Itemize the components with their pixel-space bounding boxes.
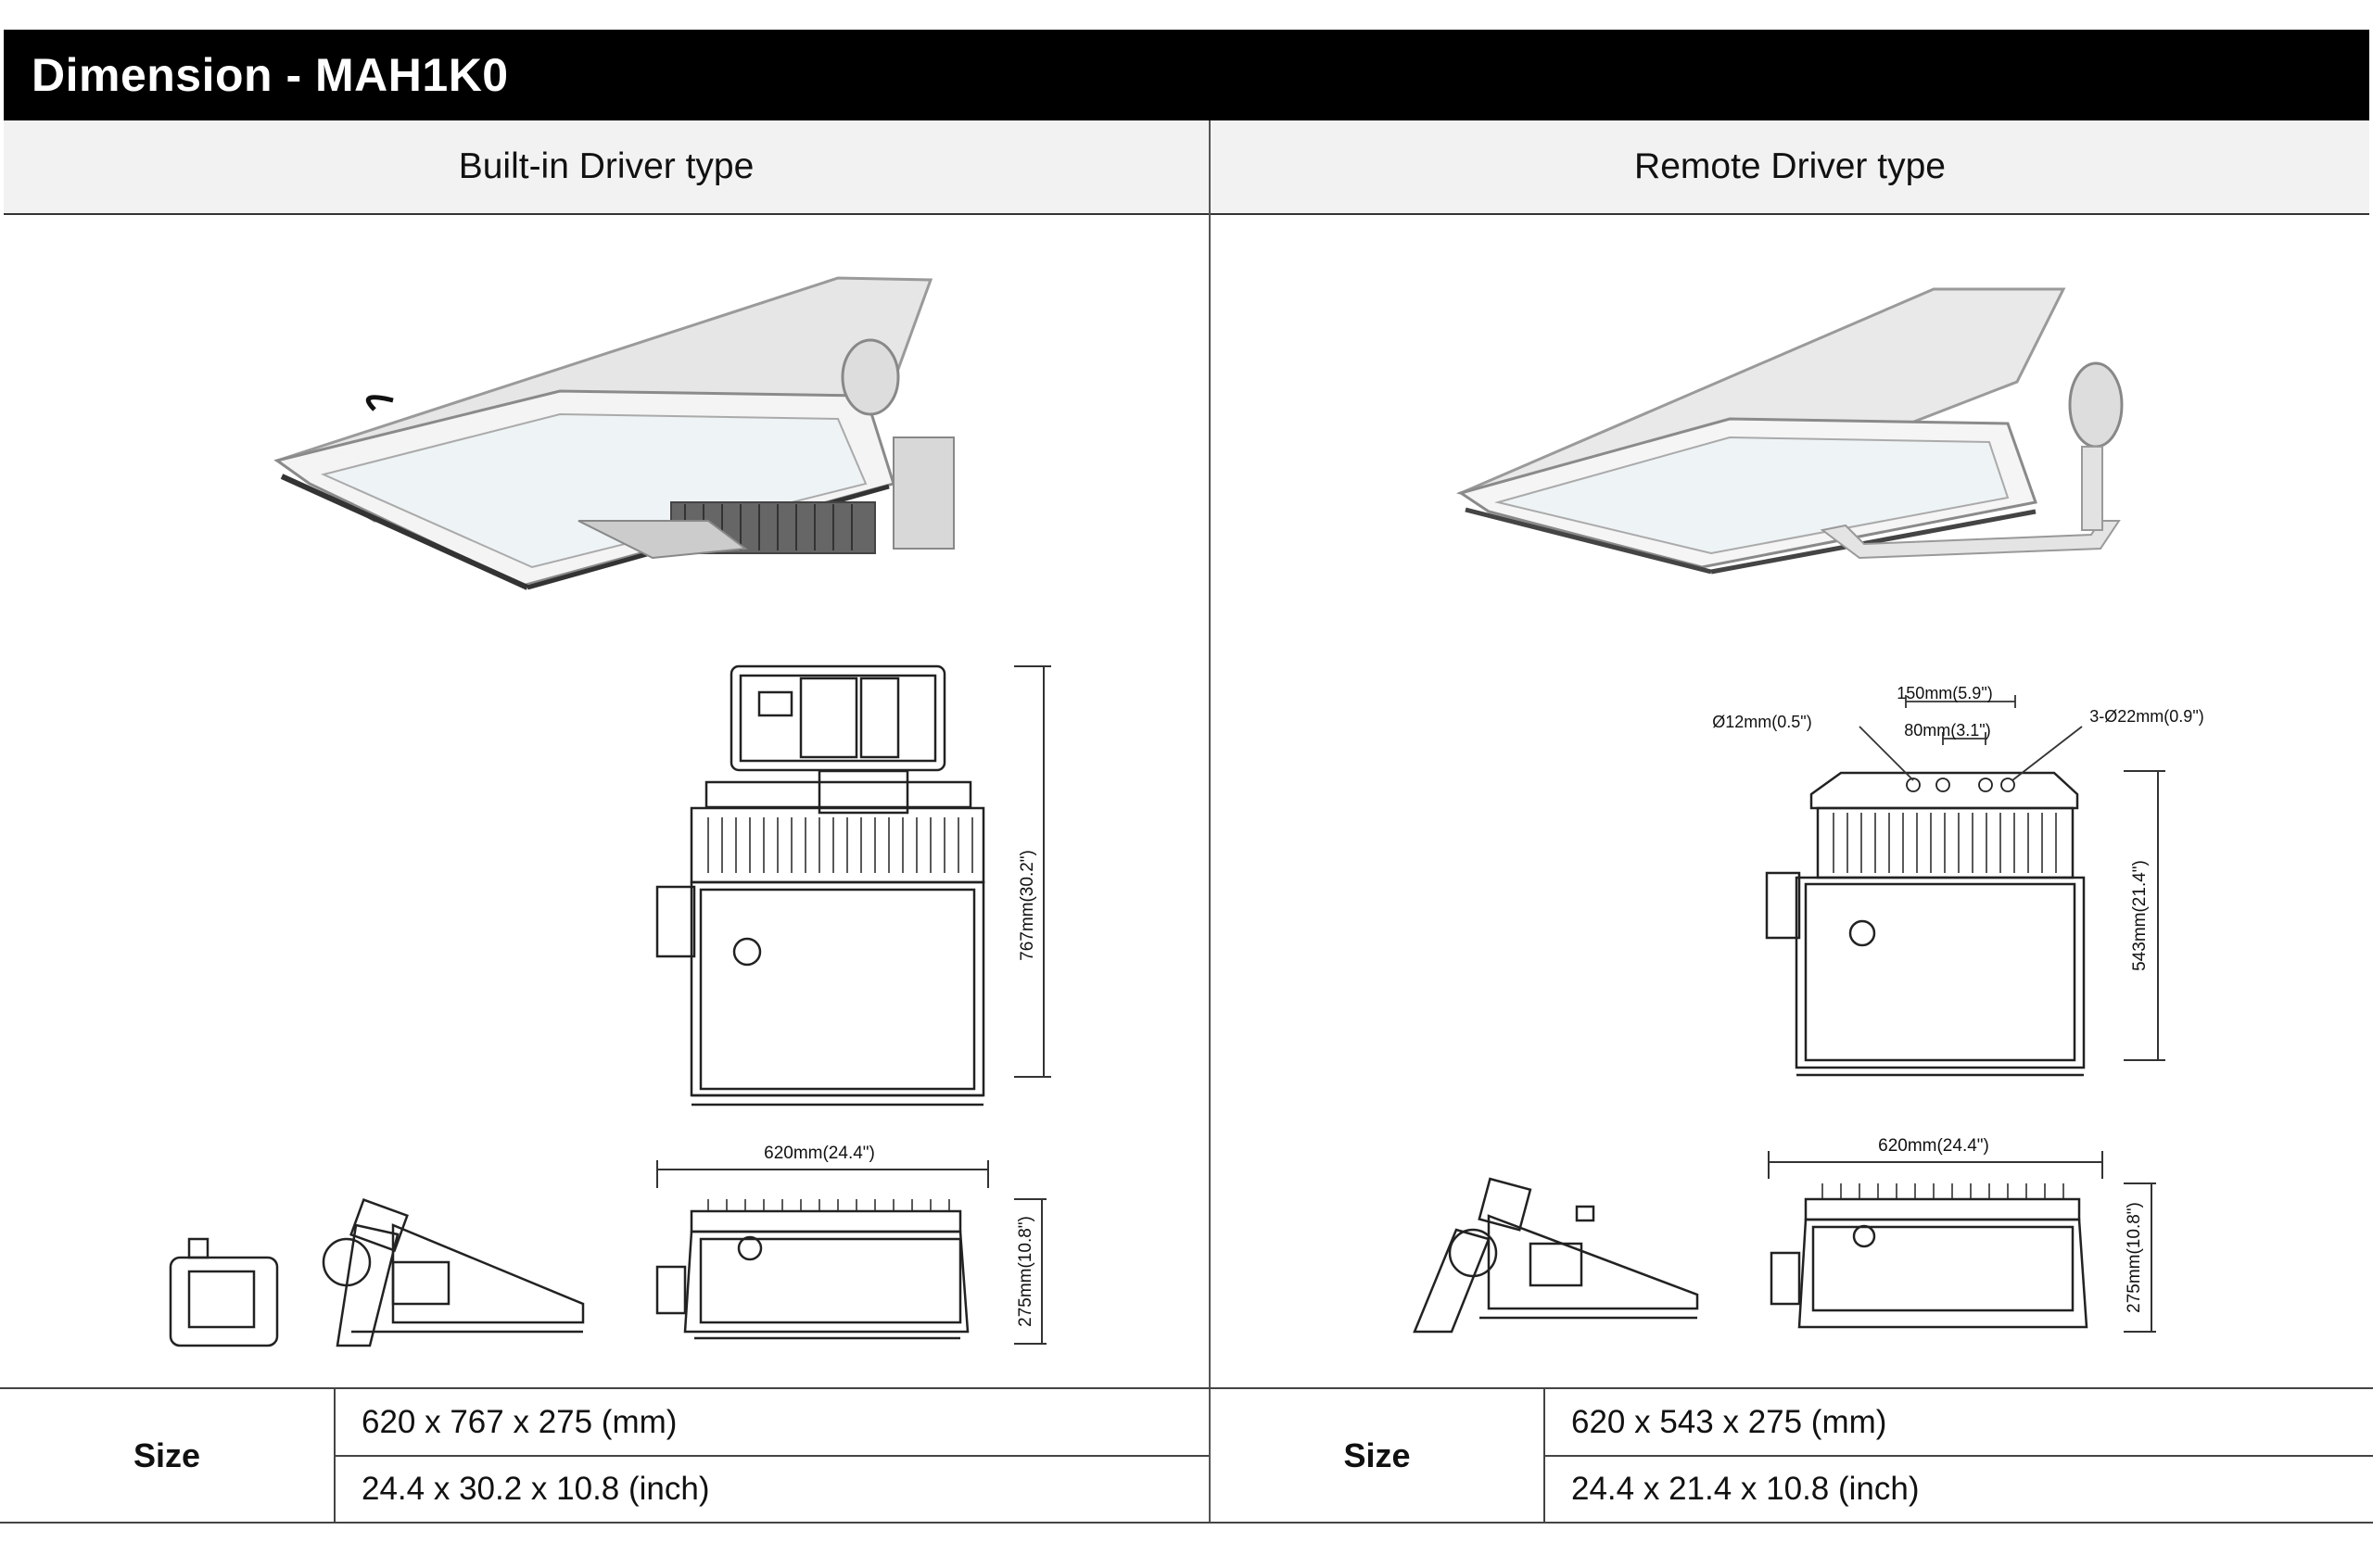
table-mid-border-right <box>1543 1455 2373 1457</box>
remote-height-dimension <box>2124 770 2165 1061</box>
remote-hole-large-label: 3-Ø22mm(0.9") <box>2089 707 2203 726</box>
remote-height-label: 543mm(21.4") <box>2130 860 2150 971</box>
column-heading-builtin: Built-in Driver type <box>4 120 1209 215</box>
column-divider <box>1209 120 1211 1523</box>
remote-size-mm: 620 x 543 x 275 (mm) <box>1571 1403 1887 1440</box>
column-heading-remote: Remote Driver type <box>1211 120 2369 215</box>
remote-hole-dimensions <box>1859 695 2083 781</box>
remote-front-view <box>1765 771 2086 1077</box>
builtin-product-photo <box>273 276 955 590</box>
remote-depth-dimension <box>2124 1182 2156 1333</box>
builtin-drawings: 767mm(30.2") <box>4 215 1209 1386</box>
table-mid-border-left <box>334 1455 1209 1457</box>
builtin-width-label: 620mm(24.4") <box>764 1144 875 1163</box>
title-bar: Dimension - MAH1K0 <box>4 30 2369 120</box>
remote-spacing-150-label: 150mm(5.9") <box>1897 684 1992 702</box>
builtin-size-label: Size <box>133 1435 201 1474</box>
page-title: Dimension - MAH1K0 <box>32 49 509 101</box>
remote-drawings: 150mm(5.9") 80mm(3.1") Ø12mm(0.5") 3-Ø22… <box>1211 215 2369 1386</box>
remote-size-inch: 24.4 x 21.4 x 10.8 (inch) <box>1571 1471 1920 1507</box>
remote-depth-label: 275mm(10.8") <box>2125 1202 2144 1313</box>
remote-drawing-svg: 150mm(5.9") 80mm(3.1") Ø12mm(0.5") 3-Ø22… <box>1413 287 2204 1334</box>
builtin-height-label: 767mm(30.2") <box>1018 850 1037 961</box>
table-divider-left <box>334 1387 336 1524</box>
remote-spacing-80-label: 80mm(3.1") <box>1904 721 1990 740</box>
builtin-width-dimension <box>656 1160 989 1188</box>
remote-product-photo <box>1455 287 2124 575</box>
builtin-bottom-view <box>655 1199 970 1340</box>
remote-bottom-view <box>1770 1183 2088 1329</box>
table-divider-right <box>1543 1387 1545 1524</box>
builtin-height-dimension <box>1014 665 1051 1078</box>
table-bottom-border <box>0 1522 2373 1524</box>
remote-width-dimension <box>1768 1151 2103 1179</box>
builtin-side-view <box>169 1198 585 1347</box>
builtin-depth-label: 275mm(10.8") <box>1016 1216 1035 1327</box>
remote-hole-small-label: Ø12mm(0.5") <box>1712 713 1811 731</box>
remote-side-view <box>1413 1177 1699 1334</box>
remote-width-label: 620mm(24.4") <box>1878 1136 1989 1156</box>
builtin-front-view <box>655 664 985 1106</box>
table-top-border <box>0 1387 2373 1389</box>
remote-size-label: Size <box>1343 1435 1411 1474</box>
builtin-size-mm: 620 x 767 x 275 (mm) <box>362 1403 678 1440</box>
builtin-size-inch: 24.4 x 30.2 x 10.8 (inch) <box>362 1471 710 1507</box>
builtin-drawing-svg: 767mm(30.2") <box>169 276 1051 1347</box>
builtin-depth-dimension <box>1014 1198 1047 1345</box>
